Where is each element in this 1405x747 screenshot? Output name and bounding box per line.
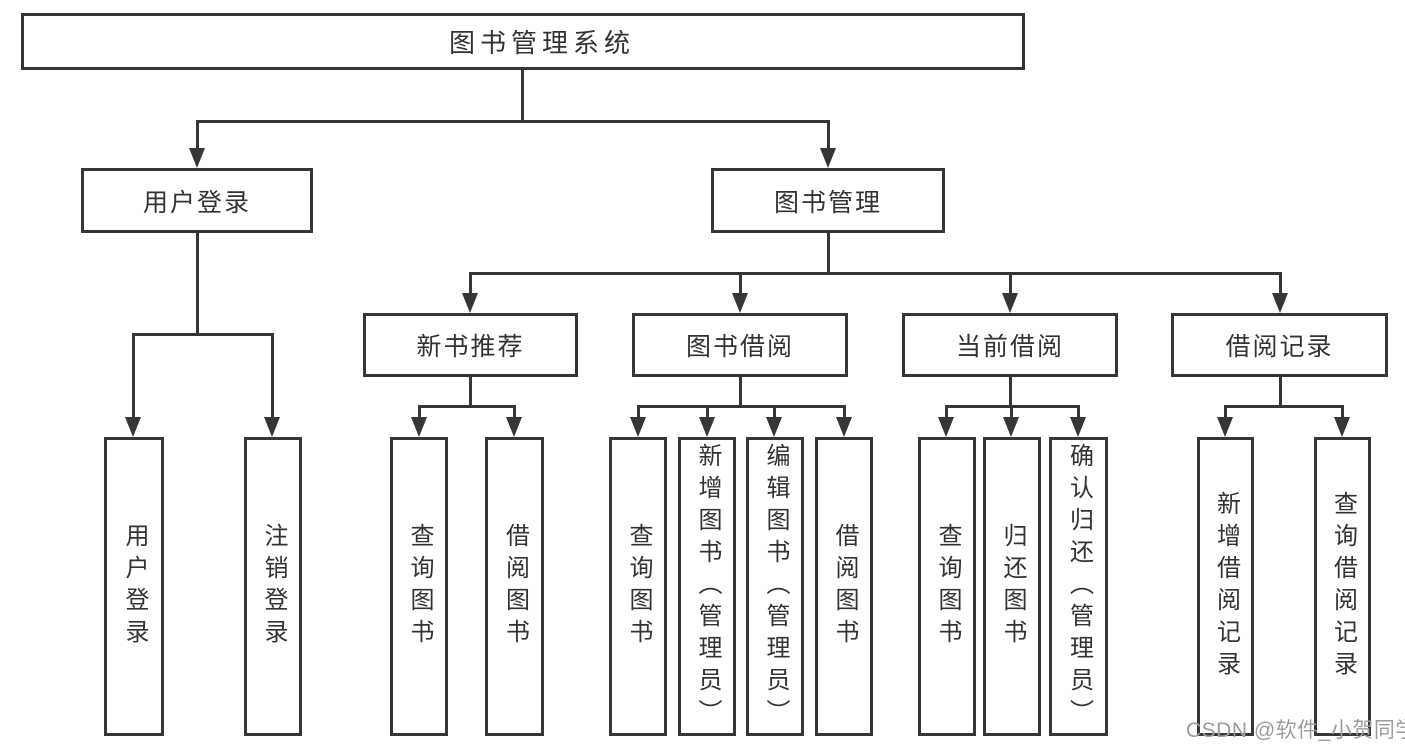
connector-line — [827, 120, 830, 152]
arrow-down-icon — [732, 293, 748, 313]
connector-line — [196, 120, 199, 152]
connector-line — [1279, 377, 1282, 407]
connector-line — [469, 272, 472, 297]
node-root: 图书管理系统 — [21, 13, 1025, 70]
connector-line — [945, 405, 948, 421]
connector-line — [1224, 405, 1227, 421]
node-new-book-recommend: 新书推荐 — [363, 313, 578, 377]
leaf-user-login: 用户登录 — [104, 437, 164, 736]
connector-line — [1224, 405, 1344, 408]
connector-line — [418, 405, 516, 408]
arrow-down-icon — [189, 148, 205, 168]
connector-line — [739, 272, 742, 297]
arrow-down-icon — [506, 417, 522, 437]
arrow-down-icon — [264, 417, 280, 437]
connector-line — [1341, 405, 1344, 421]
connector-line — [773, 405, 776, 421]
node-book-borrow: 图书借阅 — [632, 313, 848, 377]
connector-line — [1010, 405, 1013, 421]
csdn-watermark: CSDN @软件_小贺同学 — [1186, 719, 1405, 742]
connector-line — [1279, 272, 1282, 297]
arrow-down-icon — [938, 417, 954, 437]
connector-line — [271, 333, 274, 419]
connector-line — [418, 405, 421, 421]
leaf-records-query-record: 查询借阅记录 — [1314, 437, 1371, 736]
arrow-down-icon — [1070, 417, 1086, 437]
leaf-logout: 注销登录 — [244, 437, 302, 736]
connector-line — [196, 120, 830, 123]
leaf-current-query-books: 查询图书 — [918, 437, 976, 736]
connector-line — [469, 272, 1282, 275]
connector-line — [1077, 405, 1080, 421]
connector-line — [132, 333, 274, 336]
leaf-borrow-borrow-books: 借阅图书 — [815, 437, 873, 736]
leaf-borrow-query-books: 查询图书 — [609, 437, 667, 736]
arrow-down-icon — [1217, 417, 1233, 437]
leaf-borrow-edit-books-admin: 编辑图书（管理员） — [746, 437, 804, 736]
connector-line — [637, 405, 846, 408]
leaf-current-confirm-return-admin: 确认归还（管理员） — [1049, 437, 1108, 736]
connector-line — [843, 405, 846, 421]
arrow-down-icon — [1002, 293, 1018, 313]
connector-line — [1009, 377, 1012, 407]
arrow-down-icon — [630, 417, 646, 437]
leaf-records-add-record: 新增借阅记录 — [1197, 437, 1254, 736]
connector-line — [132, 333, 135, 419]
connector-line — [196, 232, 199, 335]
connector-line — [637, 405, 640, 421]
node-borrow-records: 借阅记录 — [1171, 313, 1388, 377]
connector-line — [739, 377, 742, 407]
arrow-down-icon — [766, 417, 782, 437]
node-book-management: 图书管理 — [711, 168, 945, 233]
arrow-down-icon — [462, 293, 478, 313]
arrow-down-icon — [1003, 417, 1019, 437]
connector-line — [827, 232, 830, 274]
arrow-down-icon — [820, 148, 836, 168]
connector-line — [513, 405, 516, 421]
connector-line — [706, 405, 709, 421]
leaf-recommend-borrow-books: 借阅图书 — [485, 437, 544, 736]
connector-line — [1009, 272, 1012, 297]
arrow-down-icon — [1334, 417, 1350, 437]
arrow-down-icon — [1272, 293, 1288, 313]
arrow-down-icon — [125, 417, 141, 437]
arrow-down-icon — [411, 417, 427, 437]
connector-line — [521, 70, 524, 122]
node-user-login: 用户登录 — [81, 168, 313, 233]
leaf-borrow-add-books-admin: 新增图书（管理员） — [678, 437, 736, 736]
leaf-current-return-books: 归还图书 — [983, 437, 1041, 736]
node-current-borrow: 当前借阅 — [902, 313, 1118, 377]
connector-line — [469, 377, 472, 407]
arrow-down-icon — [699, 417, 715, 437]
leaf-recommend-query-books: 查询图书 — [390, 437, 448, 736]
arrow-down-icon — [836, 417, 852, 437]
